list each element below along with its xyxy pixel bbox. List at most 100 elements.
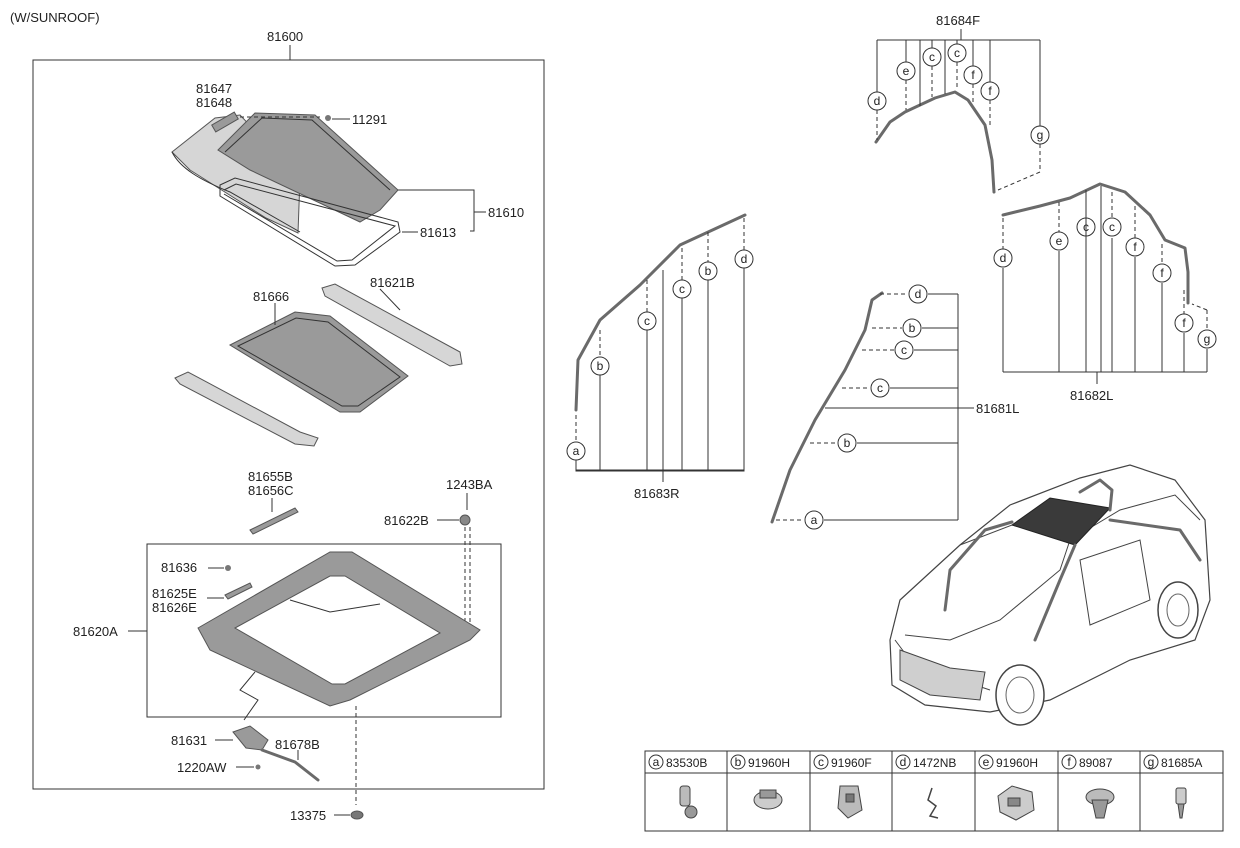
- deflector-part: [211, 111, 239, 133]
- svg-text:g: g: [1148, 755, 1155, 769]
- legend-cell-e: e 91960H: [978, 754, 1038, 821]
- callout-c-81682L: c: [1076, 217, 1096, 237]
- svg-text:a: a: [653, 755, 660, 769]
- bracket-clip-icon: [837, 785, 863, 819]
- fastener-81622B: [459, 514, 471, 526]
- part-label-81684F: 81684F: [936, 13, 980, 28]
- glass-panel: [171, 112, 401, 267]
- harness-81682L-group: 81682L: [1001, 182, 1208, 403]
- svg-text:d: d: [1000, 251, 1007, 265]
- legend-cell-d: d 1472NB: [895, 754, 956, 819]
- variant-label: (W/SUNROOF): [10, 10, 100, 25]
- legend-cell-g: g 81685A: [1143, 754, 1202, 819]
- callout-e-81684F: e: [896, 61, 916, 81]
- glass-panel-shape: [217, 112, 399, 223]
- svg-text:e: e: [903, 64, 910, 78]
- callout-e-81682L: e: [1049, 231, 1069, 251]
- grommet-13375: [350, 810, 364, 820]
- rail-81621B: [321, 283, 463, 367]
- part-label-81600: 81600: [267, 29, 303, 44]
- part-label-1243BA: 1243BA: [446, 477, 493, 492]
- part-label-81678B: 81678B: [275, 737, 320, 752]
- part-label-81621B: 81621B: [370, 275, 415, 290]
- callout-d-81682L: d: [993, 248, 1013, 268]
- part-label-81683R: 81683R: [634, 486, 680, 501]
- legend-part-f: 89087: [1079, 756, 1113, 770]
- callout-d-81681L: d: [908, 284, 928, 304]
- part-label-81648: 81648: [196, 95, 232, 110]
- legend-part-c: 91960F: [831, 756, 872, 770]
- part-label-81622B: 81622B: [384, 513, 429, 528]
- legend-table: a 83530B b 91960H c 91960F: [644, 750, 1224, 832]
- svg-text:e: e: [983, 755, 990, 769]
- legend-part-b: 91960H: [748, 756, 790, 770]
- wire-81682L: [1001, 182, 1190, 305]
- callout-a-81683R: a: [566, 441, 586, 461]
- svg-text:d: d: [915, 287, 922, 301]
- part-label-81647: 81647: [196, 81, 232, 96]
- harness-81683R-group: 81683R: [574, 213, 747, 501]
- callout-d-81684F: d: [867, 91, 887, 111]
- svg-text:c: c: [679, 282, 685, 296]
- legend-cell-c: c 91960F: [813, 754, 872, 819]
- svg-text:f: f: [971, 68, 975, 82]
- part-label-81613: 81613: [420, 225, 456, 240]
- part-label-13375: 13375: [290, 808, 326, 823]
- svg-text:f: f: [1133, 240, 1137, 254]
- svg-text:b: b: [844, 436, 851, 450]
- part-label-81636: 81636: [161, 560, 197, 575]
- part-label-1220AW: 1220AW: [177, 760, 227, 775]
- push-pin-clip-icon: [1085, 788, 1115, 819]
- wire-81684F: [874, 90, 996, 194]
- callout-f-81682L: f: [1125, 237, 1145, 257]
- svg-text:c: c: [877, 381, 883, 395]
- svg-text:c: c: [901, 343, 907, 357]
- svg-text:g: g: [1204, 332, 1211, 346]
- legend-cell-f: f 89087: [1061, 754, 1115, 819]
- svg-text:a: a: [811, 513, 818, 527]
- part-label-81682L: 81682L: [1070, 388, 1113, 403]
- callout-f-81684F: f: [963, 65, 983, 85]
- callout-b-81681L: b: [902, 318, 922, 338]
- legend-part-e: 91960H: [996, 756, 1038, 770]
- callout-b-81683R: b: [590, 356, 610, 376]
- legend-part-d: 1472NB: [913, 756, 956, 770]
- callout-c-81681L: c: [894, 340, 914, 360]
- callout-f2-81682L: f: [1152, 263, 1172, 283]
- part-label-81625E: 81625E: [152, 586, 197, 601]
- svg-text:b: b: [909, 321, 916, 335]
- svg-text:d: d: [874, 94, 881, 108]
- sunshade-panel: [228, 311, 409, 413]
- svg-text:c: c: [1083, 220, 1089, 234]
- svg-text:b: b: [597, 359, 604, 373]
- front-grille: [899, 649, 986, 701]
- motor-cable: [260, 748, 320, 782]
- svg-text:c: c: [644, 314, 650, 328]
- callout-c2-81681L: c: [870, 378, 890, 398]
- part-label-11291: 11291: [352, 112, 387, 127]
- part-label-81656C: 81656C: [248, 483, 294, 498]
- legend-cell-a: a 83530B: [648, 754, 707, 819]
- callout-c2-81684F: c: [947, 43, 967, 63]
- legend-part-g: 81685A: [1161, 756, 1202, 770]
- callout-c2-81682L: c: [1102, 217, 1122, 237]
- svg-text:c: c: [1109, 220, 1115, 234]
- callout-f2-81684F: f: [980, 81, 1000, 101]
- part-label-81655B: 81655B: [248, 469, 293, 484]
- part-label-81631: 81631: [171, 733, 207, 748]
- wire-81681L: [770, 291, 884, 524]
- bolt-11291: [325, 115, 331, 121]
- harness-81681L-group: 81681L: [770, 291, 1019, 524]
- svg-text:g: g: [1037, 128, 1044, 142]
- callout-b2-81683R: b: [698, 261, 718, 281]
- part-label-81666: 81666: [253, 289, 289, 304]
- callout-b2-81681L: b: [837, 433, 857, 453]
- part-label-81610: 81610: [488, 205, 524, 220]
- svg-text:f: f: [1067, 755, 1071, 769]
- part-label-81620A: 81620A: [73, 624, 118, 639]
- cable-81655B: [249, 507, 299, 535]
- svg-text:d: d: [900, 755, 907, 769]
- front-trim: [174, 371, 319, 447]
- legend-cell-b: b 91960H: [730, 754, 790, 810]
